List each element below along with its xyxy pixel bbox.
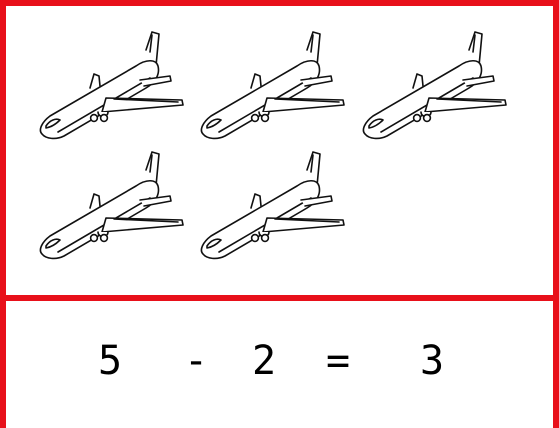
airplane-icon <box>28 146 188 271</box>
equation-minus-sign: - <box>184 338 209 384</box>
equation-equals-sign: = <box>326 338 351 384</box>
picture-panel <box>6 6 553 295</box>
airplane-icon <box>28 26 188 151</box>
airplane-icon <box>189 26 349 151</box>
equation-subtrahend: 2 <box>252 338 277 384</box>
equation-minuend: 5 <box>98 338 123 384</box>
panel-divider <box>0 295 559 301</box>
airplane-icon <box>351 26 511 151</box>
airplane-icon <box>189 146 349 271</box>
equation-panel: 5 - 2 = 3 <box>6 301 553 428</box>
equation-result: 3 <box>420 338 445 384</box>
